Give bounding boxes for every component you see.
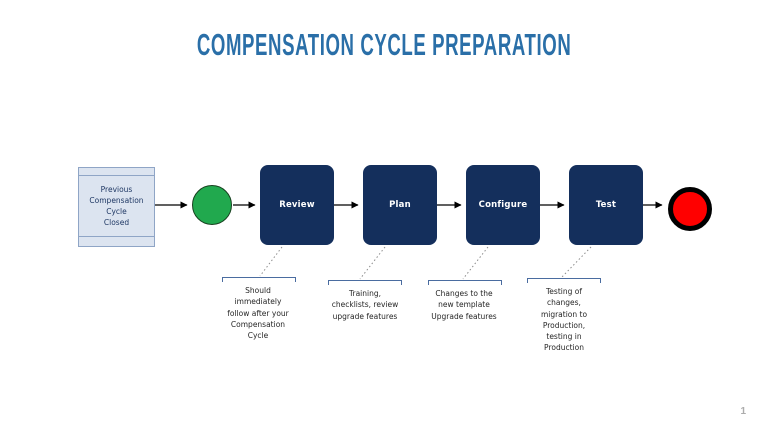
step-box-configure: Configure (466, 165, 540, 245)
note-bracket (527, 278, 601, 283)
start-event-circle (192, 185, 232, 225)
step-label: Plan (389, 200, 411, 210)
note-bracket (222, 277, 296, 282)
subprocess-band-top (79, 175, 154, 176)
step-box-plan: Plan (363, 165, 437, 245)
step-note-review: Should immediately follow after your Com… (227, 286, 289, 340)
step-note-test: Testing of changes, migration to Product… (540, 287, 588, 353)
note-connector (462, 246, 489, 280)
note-connector (561, 246, 592, 278)
page-title: COMPENSATION CYCLE PREPARATION (0, 29, 768, 60)
note-connector (259, 246, 283, 277)
end-event-circle (668, 187, 712, 231)
note-bracket (328, 280, 402, 285)
previous-cycle-label: Previous Compensation Cycle Closed (89, 185, 144, 227)
step-label: Review (279, 200, 315, 210)
step-box-review: Review (260, 165, 334, 245)
step-label: Test (595, 200, 617, 210)
step-note-configure: Changes to the new template Upgrade feat… (431, 289, 497, 321)
page-number: 1 (740, 406, 746, 417)
note-bracket (428, 280, 502, 285)
note-connector (359, 246, 386, 280)
step-label: Configure (478, 200, 528, 210)
previous-cycle-box: Previous Compensation Cycle Closed (78, 167, 155, 247)
subprocess-band-bottom (79, 236, 154, 237)
page-title-text: COMPENSATION CYCLE PREPARATION (196, 27, 572, 62)
step-note-plan: Training, checklists, review upgrade fea… (331, 289, 399, 321)
step-box-test: Test (569, 165, 643, 245)
